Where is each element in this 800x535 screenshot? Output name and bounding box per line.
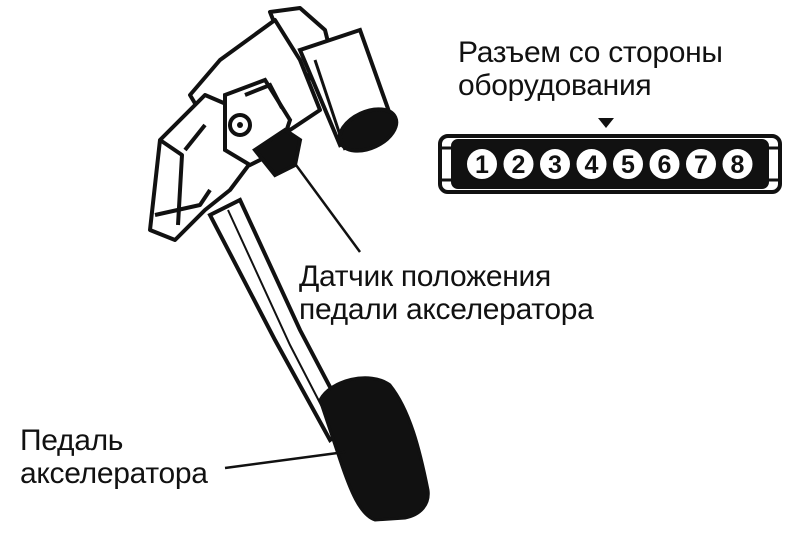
connector-pin: [720, 147, 755, 181]
connector-pin-number: 1: [475, 151, 489, 179]
connector-label-line-1: Разъем со стороны: [458, 36, 723, 69]
pedal-leader-line: [224, 450, 346, 470]
sensor-leader-line: [294, 164, 362, 253]
connector-label: Разъем со стороны оборудования: [458, 36, 723, 102]
connector-pin: [465, 147, 499, 181]
pedal-pivot-mechanism: [223, 77, 303, 178]
connector-pin-number: 7: [694, 151, 708, 179]
pedal-label-line-1: Педаль: [20, 424, 124, 457]
connector-pin: [647, 147, 682, 181]
sensor-label-line-2: педали акселератора: [299, 293, 594, 326]
connector-pin: [574, 147, 609, 181]
leader-lines: [224, 164, 362, 470]
connector-pin: [501, 147, 536, 181]
connector-pin-number: 3: [548, 151, 562, 179]
connector-pin: [611, 147, 645, 181]
connector-pin-number: 8: [731, 151, 745, 179]
pedal-stopper-cylinder: [297, 27, 399, 153]
pedal-label: Педаль акселератора: [20, 424, 208, 490]
pedal-label-line-2: акселератора: [20, 457, 208, 490]
connector-pin-number: 2: [512, 151, 526, 179]
accelerator-pedal-pad: [318, 376, 430, 522]
connector-pin-number: 6: [658, 151, 672, 179]
connector-pin: [684, 147, 718, 181]
connector-pin: [538, 147, 572, 181]
sensor-label-line-1: Датчик положения: [299, 260, 551, 293]
connector-pin-number: 5: [621, 151, 635, 179]
connector-label-line-2: оборудования: [458, 69, 652, 102]
connector-pin-number: 4: [585, 151, 599, 179]
connector-key-marker: [598, 118, 614, 128]
sensor-label: Датчик положения педали акселератора: [299, 260, 594, 326]
